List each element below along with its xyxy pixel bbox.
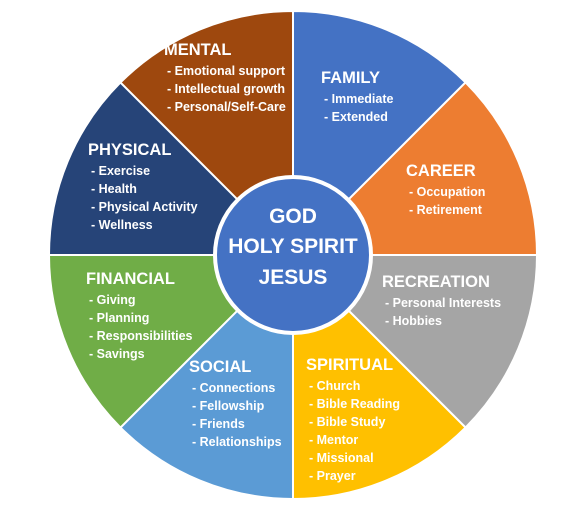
segment-item-physical: - Wellness bbox=[91, 218, 153, 232]
segment-item-physical: - Exercise bbox=[91, 164, 150, 178]
segment-item-social: - Friends bbox=[192, 417, 245, 431]
segment-item-social: - Relationships bbox=[192, 435, 282, 449]
center-line: JESUS bbox=[259, 266, 328, 289]
segment-title-financial: FINANCIAL bbox=[86, 270, 175, 288]
segment-item-physical: - Health bbox=[91, 182, 137, 196]
segment-item-spiritual: - Mentor bbox=[309, 433, 358, 447]
segment-item-family: - Immediate bbox=[324, 92, 394, 106]
center-circle bbox=[213, 175, 373, 335]
segment-title-mental: MENTAL bbox=[164, 41, 232, 59]
segment-item-mental: - Personal/Self-Care bbox=[167, 100, 286, 114]
segment-item-social: - Connections bbox=[192, 381, 275, 395]
segment-item-financial: - Giving bbox=[89, 293, 136, 307]
segment-item-mental: - Emotional support bbox=[167, 64, 286, 78]
segment-item-recreation: - Hobbies bbox=[385, 314, 442, 328]
segment-item-spiritual: - Bible Reading bbox=[309, 397, 400, 411]
segment-item-mental: - Intellectual growth bbox=[167, 82, 285, 96]
segment-item-career: - Occupation bbox=[409, 185, 485, 199]
segment-title-social: SOCIAL bbox=[189, 358, 251, 376]
segment-item-career: - Retirement bbox=[409, 203, 483, 217]
segment-title-recreation: RECREATION bbox=[382, 273, 490, 291]
segment-item-family: - Extended bbox=[324, 110, 388, 124]
center-line: GOD bbox=[269, 205, 317, 228]
segment-item-spiritual: - Bible Study bbox=[309, 415, 385, 429]
segment-title-family: FAMILY bbox=[321, 69, 380, 87]
segment-title-physical: PHYSICAL bbox=[88, 141, 171, 159]
center-hub: GOD HOLY SPIRIT JESUS bbox=[213, 175, 373, 335]
segment-item-spiritual: - Prayer bbox=[309, 469, 356, 483]
segment-item-physical: - Physical Activity bbox=[91, 200, 198, 214]
center-line: HOLY SPIRIT bbox=[228, 235, 358, 258]
segment-item-spiritual: - Church bbox=[309, 379, 360, 393]
segment-item-financial: - Planning bbox=[89, 311, 149, 325]
segment-item-social: - Fellowship bbox=[192, 399, 265, 413]
segment-item-financial: - Responsibilities bbox=[89, 329, 193, 343]
segment-item-recreation: - Personal Interests bbox=[385, 296, 501, 310]
segment-item-financial: - Savings bbox=[89, 347, 145, 361]
segment-item-spiritual: - Missional bbox=[309, 451, 374, 465]
segment-title-career: CAREER bbox=[406, 162, 476, 180]
segment-title-spiritual: SPIRITUAL bbox=[306, 356, 393, 374]
